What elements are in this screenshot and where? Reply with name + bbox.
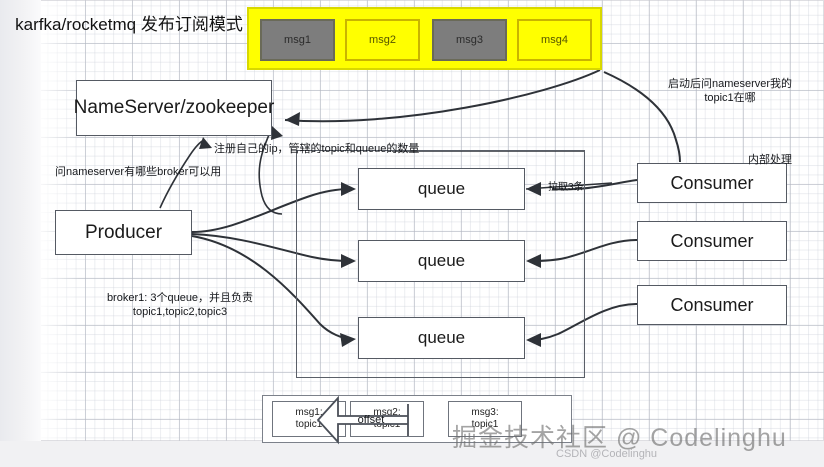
queue-node-2[interactable]: queue: [358, 240, 525, 282]
left-margin: [0, 0, 41, 467]
wire-producer-to-queue2: [191, 233, 351, 262]
wire-producer-to-queue3: [191, 235, 351, 340]
offset-box-1-line2: topic1: [295, 419, 323, 430]
arrowhead-queue2-pull: [526, 254, 541, 268]
wire-pull-tail: [525, 182, 613, 190]
message-box-msg3[interactable]: msg3: [432, 19, 507, 61]
consumer-node-1[interactable]: Consumer: [637, 163, 787, 203]
wire-broker-to-nameserver: [258, 127, 283, 215]
annotation-ask-broker: 问nameserver有哪些broker可以用: [55, 166, 222, 178]
graph-paper-background: [40, 0, 824, 441]
message-box-msg1[interactable]: msg1: [260, 19, 335, 61]
arrowhead-queue3-pull: [526, 333, 541, 347]
annotation-broker-info: broker1: 3个queue，并且负责 topic1,topic2,topi…: [106, 292, 254, 318]
wire-consumer1-to-queue1: [551, 179, 638, 191]
bottom-margin: [0, 441, 824, 467]
message-box-msg4[interactable]: msg4: [517, 19, 592, 61]
offset-box-3-line2: topic1: [471, 419, 499, 430]
annotation-register: 注册自己的ip，管辖的topic和queue的数量: [214, 143, 420, 155]
wire-strip-to-nameserver: [284, 69, 601, 123]
arrowhead-queue3: [340, 333, 356, 347]
consumer-node-3[interactable]: Consumer: [637, 285, 787, 325]
message-box-msg2[interactable]: msg2: [345, 19, 420, 61]
nameserver-node[interactable]: NameServer/zookeeper: [74, 80, 274, 136]
offset-box-3[interactable]: msg3: topic1: [448, 401, 522, 437]
offset-box-2-line1: msg2:: [373, 406, 401, 418]
offset-box-1-line1: msg1:: [295, 406, 323, 418]
offset-box-3-line1: msg3:: [471, 406, 499, 418]
queue-node-3[interactable]: queue: [358, 317, 525, 359]
arrowhead-nameserver-b: [271, 126, 283, 140]
annotation-inner-process: 内部处理: [748, 154, 792, 166]
arrowhead-nameserver-c: [199, 137, 212, 149]
watermark-main: 掘金技术社区 @ Codelinghu: [452, 424, 787, 452]
arrowhead-queue1: [341, 182, 356, 196]
producer-node[interactable]: Producer: [55, 210, 192, 255]
arrowhead-nameserver-a: [285, 112, 300, 126]
wire-producer-to-nameserver: [159, 139, 205, 209]
arrowhead-queue2: [341, 254, 356, 268]
watermark-sub: CSDN @Codelinghu: [556, 448, 658, 460]
message-strip: msg1 msg2 msg3 msg4: [247, 7, 602, 70]
broker-container: [296, 150, 585, 378]
queue-node-1[interactable]: queue: [358, 168, 525, 210]
offset-arrow-icon: [316, 395, 409, 445]
annotation-offset: offset: [357, 414, 385, 426]
annotation-pull: 拉取3条: [548, 182, 584, 193]
page-title: karfka/rocketmq 发布订阅模式: [15, 15, 243, 34]
annotation-consumer-start: 启动后问nameserver我的 topic1在哪: [667, 78, 793, 104]
wire-producer-to-queue1: [191, 188, 351, 233]
wire-consumer-start-query: [603, 71, 681, 163]
consumer-node-2[interactable]: Consumer: [637, 221, 787, 261]
